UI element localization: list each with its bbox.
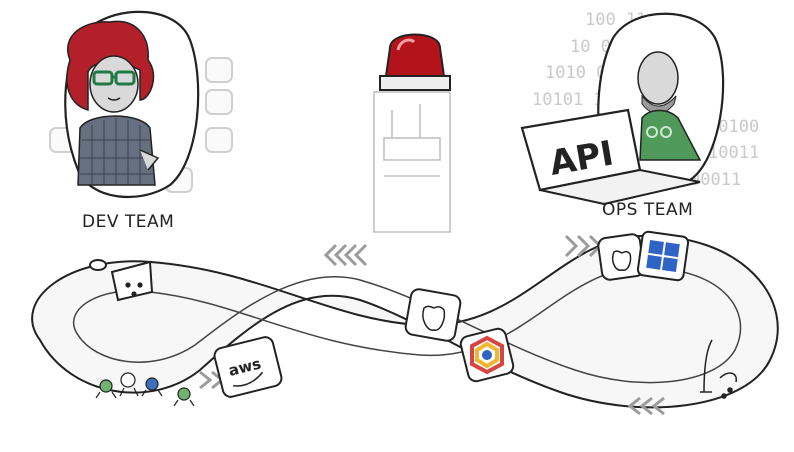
ops-team-label: OPS TEAM	[602, 200, 693, 220]
apple-tile-center	[404, 288, 461, 342]
apple-tile-top	[597, 233, 644, 280]
binary-line-6: 10011	[708, 143, 759, 163]
chrome-like-icon	[472, 338, 502, 372]
faint-apple-icon	[206, 90, 232, 114]
chrome-tile	[459, 327, 515, 383]
faint-gear-icon	[206, 128, 232, 152]
bug-icon	[121, 373, 135, 387]
red-siren-icon	[386, 35, 444, 77]
dev-team-label: DEV TEAM	[82, 212, 174, 232]
bug-icon	[146, 378, 158, 390]
bug-icon	[178, 388, 190, 400]
bug-icon	[100, 380, 112, 392]
alarm-tower	[374, 35, 450, 233]
dev-team-portrait	[65, 12, 198, 197]
windows-tile	[637, 231, 689, 281]
faint-printer-icon	[206, 58, 232, 82]
